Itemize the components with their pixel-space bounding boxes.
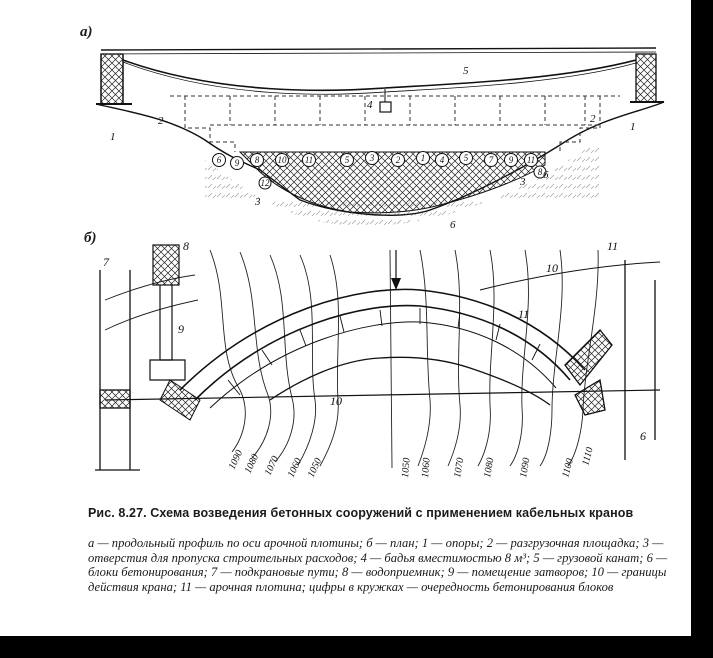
- engineering-drawing: 6 9 8 10 11 5 3 2 1 4 5 7 9 11 12 8 1: [95, 47, 665, 479]
- arch-dam: [179, 288, 586, 409]
- contour-label: 1070: [263, 454, 281, 477]
- flow-arrow: [391, 250, 401, 290]
- left-crane-tower: [96, 53, 132, 105]
- scan-border-right: [691, 0, 713, 658]
- profile-label: 3: [519, 176, 526, 188]
- contour-label: 1080: [482, 457, 496, 479]
- block-order-number: 6: [217, 155, 222, 165]
- profile-label: 5: [463, 65, 469, 77]
- block-order-number: 3: [369, 153, 375, 163]
- profile-label: 4: [367, 99, 373, 111]
- plan-callout: 10: [546, 261, 558, 275]
- panel-a-letter: a): [80, 24, 93, 40]
- crane-boundary: [479, 261, 661, 291]
- figure-8-27: 6 9 8 10 11 5 3 2 1 4 5 7 9 11 12 8 1: [80, 24, 665, 479]
- contour-label: 1060: [420, 457, 433, 478]
- figure-caption-text: а — продольный профиль по оси арочной пл…: [88, 536, 668, 594]
- block-order-number: 9: [509, 155, 514, 165]
- figure-caption-title: Рис. 8.27. Схема возведения бетонных соо…: [88, 506, 634, 520]
- plan-callout: 11: [518, 307, 529, 321]
- profile-label: 1: [110, 131, 116, 143]
- foundation-outline: [269, 356, 551, 406]
- plan-callouts: 7 8 9 10 11 11 6 10: [103, 239, 646, 443]
- profile-label: 3: [254, 196, 261, 208]
- plan-callout: 6: [640, 429, 646, 443]
- block-order-numbers: 6 9 8 10 11 5 3 2 1 4 5 7 9 11 12 8: [217, 153, 543, 188]
- block-order-number: 5: [464, 153, 469, 163]
- gate-house: [159, 379, 201, 421]
- plan-callout: 8: [183, 239, 189, 253]
- contour-label: 1090: [518, 457, 532, 479]
- block-order-number: 4: [440, 155, 445, 165]
- panel-a-profile: 6 9 8 10 11 5 3 2 1 4 5 7 9 11 12 8 1: [95, 47, 665, 231]
- block-order-number: 1: [421, 153, 426, 163]
- contour-label: 1070: [452, 457, 466, 479]
- block-order-number: 2: [396, 155, 401, 165]
- bucket: [379, 89, 392, 113]
- block-order-circles: [212, 151, 547, 190]
- block-order-number: 9: [235, 158, 240, 168]
- plan-callout: 10: [330, 394, 342, 408]
- profile-label: 2: [590, 113, 596, 125]
- profile-label: 6: [450, 219, 456, 231]
- contour-label: 1050: [306, 456, 324, 479]
- profile-label: 6: [543, 169, 549, 181]
- block-order-number: 5: [345, 155, 350, 165]
- contour-label: 1060: [286, 456, 304, 479]
- contour-label: 1080: [243, 452, 261, 475]
- contour-label: 1110: [580, 446, 595, 467]
- block-order-number: 8: [255, 155, 260, 165]
- carrying-cable: [100, 47, 657, 51]
- contour-label: 1050: [400, 457, 413, 478]
- block-order-number: 12: [261, 178, 271, 188]
- scan-border-bottom: [0, 636, 713, 658]
- block-order-number: 8: [538, 167, 543, 177]
- contour-label: 1090: [227, 448, 245, 471]
- dam-outline: [170, 95, 620, 152]
- profile-label: 1: [630, 121, 636, 133]
- left-crane-rails: [95, 270, 140, 471]
- panel-b-letter: б): [84, 230, 97, 246]
- profile-label: 2: [158, 115, 164, 127]
- contour-labels: 1090 1080 1070 1060 1050 1050 1060 1070 …: [227, 446, 596, 479]
- plan-callout: 9: [178, 322, 184, 336]
- block-order-number: 10: [278, 155, 288, 165]
- plan-callout: 11: [607, 239, 618, 253]
- profile-callouts: 1 2 3 4 5 6 1 2 3 6: [110, 65, 636, 231]
- right-crane-rails: [564, 260, 656, 460]
- block-order-number: 11: [527, 155, 535, 165]
- water-intake: [149, 244, 186, 381]
- plan-callout: 7: [103, 255, 110, 269]
- block-order-number: 7: [489, 155, 494, 165]
- block-order-number: 11: [305, 155, 313, 165]
- right-crane-tower: [630, 53, 664, 103]
- load-cable: [122, 59, 637, 92]
- contour-label: 1100: [560, 457, 576, 478]
- panel-b-plan: 1090 1080 1070 1060 1050 1050 1060 1070 …: [95, 239, 661, 479]
